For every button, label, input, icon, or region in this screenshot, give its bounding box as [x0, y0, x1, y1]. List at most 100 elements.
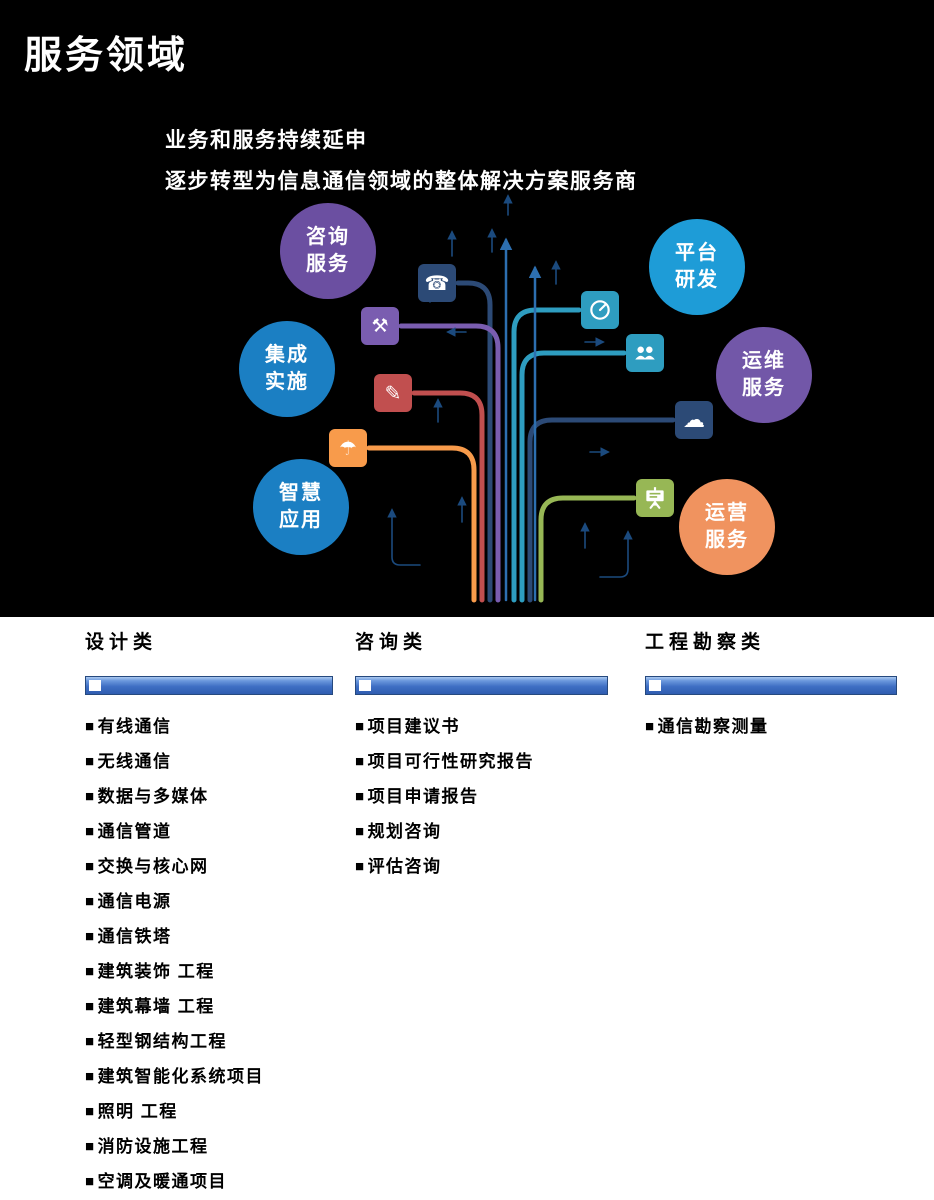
square-bullet-icon: ■ [645, 718, 656, 735]
phone-glyph: ☎ [424, 272, 450, 295]
list-item: ■通信电源 [85, 884, 333, 919]
list-item: ■轻型钢结构工程 [85, 1024, 333, 1059]
square-bullet-icon: ■ [355, 858, 366, 875]
intro-text: 业务和服务持续延申 逐步转型为信息通信领域的整体解决方案服务商 [165, 120, 638, 202]
square-bullet-icon: ■ [85, 1068, 96, 1085]
list-item-label: 通信电源 [97, 892, 172, 911]
list-item-label: 空调及暖通项目 [97, 1172, 228, 1191]
square-bullet-icon: ■ [355, 718, 366, 735]
list-item-label: 建筑智能化系统项目 [97, 1067, 265, 1086]
bubble-label: 服务 [306, 253, 350, 275]
service-lists-section: 设计类 ■有线通信 ■无线通信 ■数据与多媒体 ■通信管道 ■交换与核心网 ■通… [0, 617, 934, 1200]
cloud-icon: ☁ [675, 401, 713, 439]
list-item: ■项目建议书 [355, 709, 608, 744]
tools-glyph: ⚒ [371, 315, 389, 337]
square-bullet-icon: ■ [355, 753, 366, 770]
bubble-label: 运营 [705, 502, 749, 524]
edit-glyph: ✎ [384, 382, 402, 405]
intro-line-1: 业务和服务持续延申 [165, 129, 368, 152]
list-item-label: 照明 工程 [97, 1102, 178, 1121]
list-item-label: 消防设施工程 [97, 1137, 209, 1156]
edit-icon: ✎ [374, 374, 412, 412]
square-bullet-icon: ■ [85, 1033, 96, 1050]
list-item-label: 通信管道 [97, 822, 172, 841]
list-item: ■建筑装饰 工程 [85, 954, 333, 989]
diagram-flow-lines [366, 194, 676, 603]
list-item-label: 无线通信 [97, 752, 172, 771]
bubble-label: 应用 [279, 509, 323, 531]
list-item: ■有线通信 [85, 709, 333, 744]
list-item: ■交换与核心网 [85, 849, 333, 884]
square-bullet-icon: ■ [85, 1173, 96, 1190]
bubble-label: 集成 [265, 344, 309, 366]
square-bullet-icon: ■ [355, 823, 366, 840]
column-survey: 工程勘察类 ■通信勘察测量 [645, 627, 897, 744]
column-title: 咨询类 [355, 632, 428, 653]
list-item-label: 交换与核心网 [97, 857, 209, 876]
list-item: ■通信铁塔 [85, 919, 333, 954]
consulting-item-list: ■项目建议书 ■项目可行性研究报告 ■项目申请报告 ■规划咨询 ■评估咨询 [355, 709, 608, 884]
list-item-label: 规划咨询 [367, 822, 442, 841]
tools-icon: ⚒ [361, 307, 399, 345]
list-item: ■无线通信 [85, 744, 333, 779]
umbrella-glyph: ☂ [339, 437, 357, 460]
bar-chip [649, 680, 661, 691]
list-item: ■通信勘察测量 [645, 709, 897, 744]
square-bullet-icon: ■ [85, 893, 96, 910]
column-divider-bar [85, 676, 333, 695]
bubble-consulting-service: 咨询 服务 [280, 203, 376, 299]
column-title: 工程勘察类 [645, 632, 766, 653]
list-item-label: 项目可行性研究报告 [367, 752, 535, 771]
column-design: 设计类 ■有线通信 ■无线通信 ■数据与多媒体 ■通信管道 ■交换与核心网 ■通… [85, 627, 333, 1199]
bubble-smart-applications: 智慧 应用 [253, 459, 349, 555]
list-item-label: 有线通信 [97, 717, 172, 736]
list-item-label: 项目建议书 [367, 717, 461, 736]
list-item: ■项目申请报告 [355, 779, 608, 814]
bubble-platform-rd: 平台 研发 [649, 219, 745, 315]
bubble-operation-service: 运营 服务 [679, 479, 775, 575]
bar-chip [89, 680, 101, 691]
presentation-icon [636, 479, 674, 517]
column-divider-bar [645, 676, 897, 695]
list-item: ■空调及暖通项目 [85, 1164, 333, 1199]
square-bullet-icon: ■ [85, 1138, 96, 1155]
square-bullet-icon: ■ [85, 963, 96, 980]
list-item: ■消防设施工程 [85, 1129, 333, 1164]
hero-section: 服务领域 业务和服务持续延申 逐步转型为信息通信领域的整体解决方案服务商 [0, 0, 934, 617]
square-bullet-icon: ■ [85, 753, 96, 770]
umbrella-icon: ☂ [329, 429, 367, 467]
survey-item-list: ■通信勘察测量 [645, 709, 897, 744]
square-bullet-icon: ■ [355, 788, 366, 805]
design-item-list: ■有线通信 ■无线通信 ■数据与多媒体 ■通信管道 ■交换与核心网 ■通信电源 … [85, 709, 333, 1199]
list-item-label: 评估咨询 [367, 857, 442, 876]
list-item: ■项目可行性研究报告 [355, 744, 608, 779]
bubble-label: 研发 [675, 269, 719, 291]
bubble-operations-maintenance: 运维 服务 [716, 327, 812, 423]
list-item-label: 通信铁塔 [97, 927, 172, 946]
column-title: 设计类 [85, 632, 158, 653]
square-bullet-icon: ■ [85, 858, 96, 875]
list-item: ■建筑幕墙 工程 [85, 989, 333, 1024]
people-icon [626, 334, 664, 372]
bubble-label: 平台 [675, 242, 719, 264]
bar-chip [359, 680, 371, 691]
list-item: ■照明 工程 [85, 1094, 333, 1129]
list-item-label: 通信勘察测量 [657, 717, 769, 736]
square-bullet-icon: ■ [85, 718, 96, 735]
bubble-label: 实施 [265, 371, 309, 393]
list-item-label: 建筑幕墙 工程 [97, 997, 215, 1016]
bubble-label: 服务 [705, 529, 749, 551]
list-item-label: 项目申请报告 [367, 787, 479, 806]
intro-line-2: 逐步转型为信息通信领域的整体解决方案服务商 [165, 170, 638, 193]
column-consulting: 咨询类 ■项目建议书 ■项目可行性研究报告 ■项目申请报告 ■规划咨询 ■评估咨… [355, 627, 608, 884]
bubble-label: 运维 [742, 350, 786, 372]
cloud-glyph: ☁ [683, 407, 705, 432]
phone-icon: ☎ [418, 264, 456, 302]
bubble-label: 服务 [742, 377, 786, 399]
list-item: ■规划咨询 [355, 814, 608, 849]
bubble-integration: 集成 实施 [239, 321, 335, 417]
list-item: ■评估咨询 [355, 849, 608, 884]
square-bullet-icon: ■ [85, 788, 96, 805]
square-bullet-icon: ■ [85, 823, 96, 840]
